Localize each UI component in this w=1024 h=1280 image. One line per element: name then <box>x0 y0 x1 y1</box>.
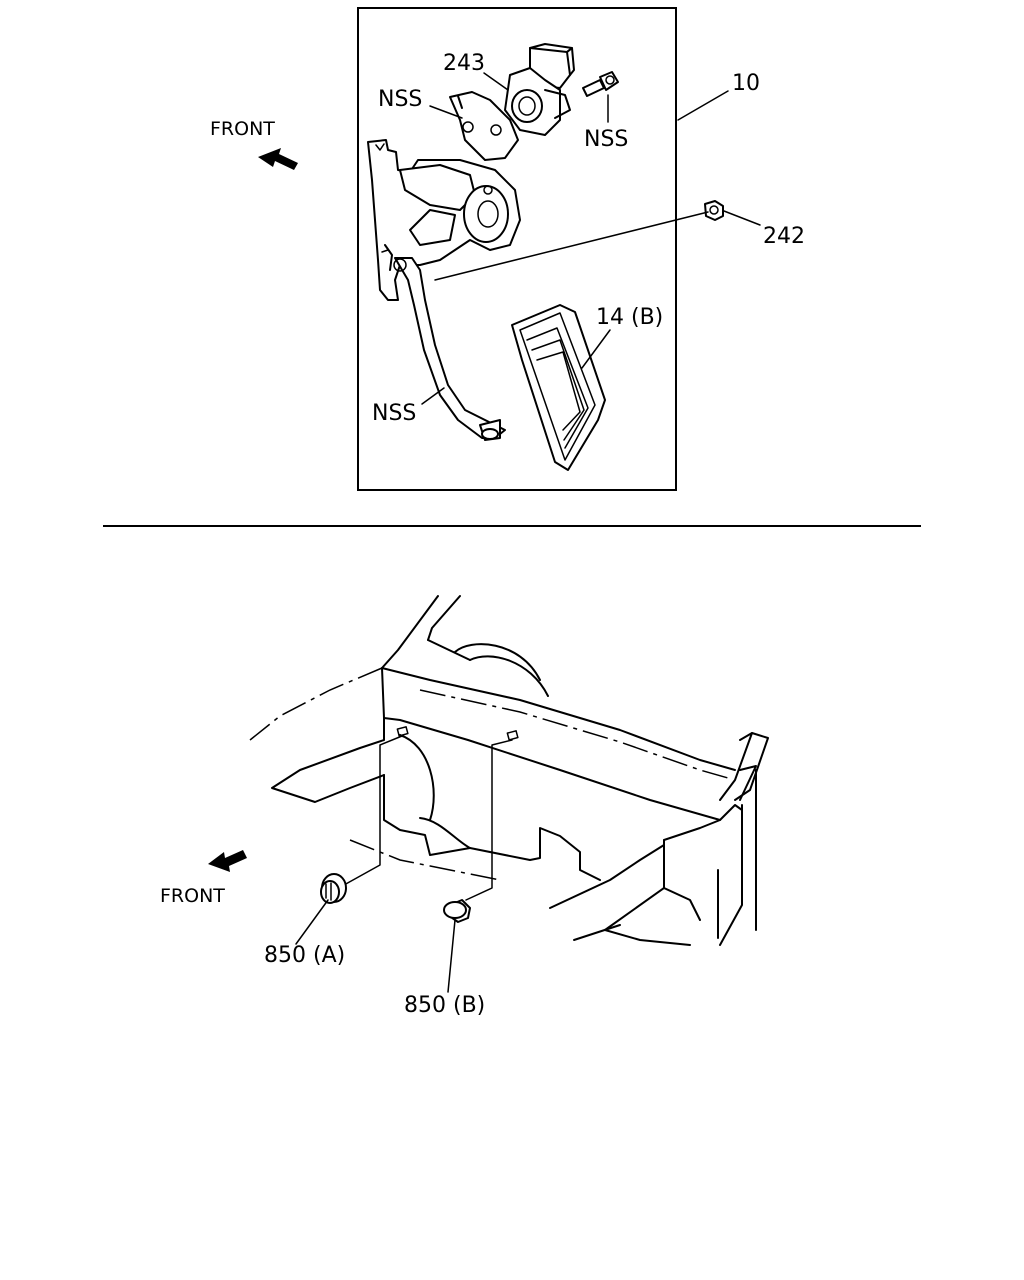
front-arrow-icon <box>258 148 298 170</box>
installation-leader-lines <box>343 735 513 901</box>
pedal-pad-part <box>511 304 606 471</box>
label-850b: 850 (B) <box>404 993 485 1018</box>
front-label-top: FRONT <box>210 118 275 140</box>
label-10: 10 <box>732 71 760 96</box>
leader-lines-top <box>421 72 761 405</box>
pedal-arm-part <box>393 257 506 441</box>
label-nss-bracket: NSS <box>378 87 422 112</box>
label-243: 243 <box>443 51 485 76</box>
label-nss-arm: NSS <box>372 401 416 426</box>
body-clip-diagram: FRONT 850 (A) 850 (B) <box>160 595 769 1018</box>
bracket-plate-part <box>449 91 519 161</box>
clip-hole-b <box>506 730 519 741</box>
label-14b: 14 (B) <box>596 305 663 330</box>
wheel-well-outline <box>271 717 601 881</box>
label-242: 242 <box>763 224 805 249</box>
label-nss-bolt: NSS <box>584 127 628 152</box>
front-label-bottom: FRONT <box>160 885 225 907</box>
nut-part <box>704 200 724 221</box>
clip-850b-part <box>443 899 471 923</box>
leader-850a <box>295 899 329 945</box>
front-arrow-icon <box>208 850 247 872</box>
clip-hole-a <box>396 726 409 737</box>
throttle-sensor-part <box>504 43 575 136</box>
label-850a: 850 (A) <box>264 943 345 968</box>
assembly-frame <box>357 7 677 491</box>
bolt-part <box>582 71 619 97</box>
clip-850a-part <box>320 873 347 904</box>
accelerator-pedal-assembly-diagram: FRONT <box>210 7 805 491</box>
pedal-bracket-part <box>367 139 521 301</box>
leader-850b <box>447 919 456 993</box>
